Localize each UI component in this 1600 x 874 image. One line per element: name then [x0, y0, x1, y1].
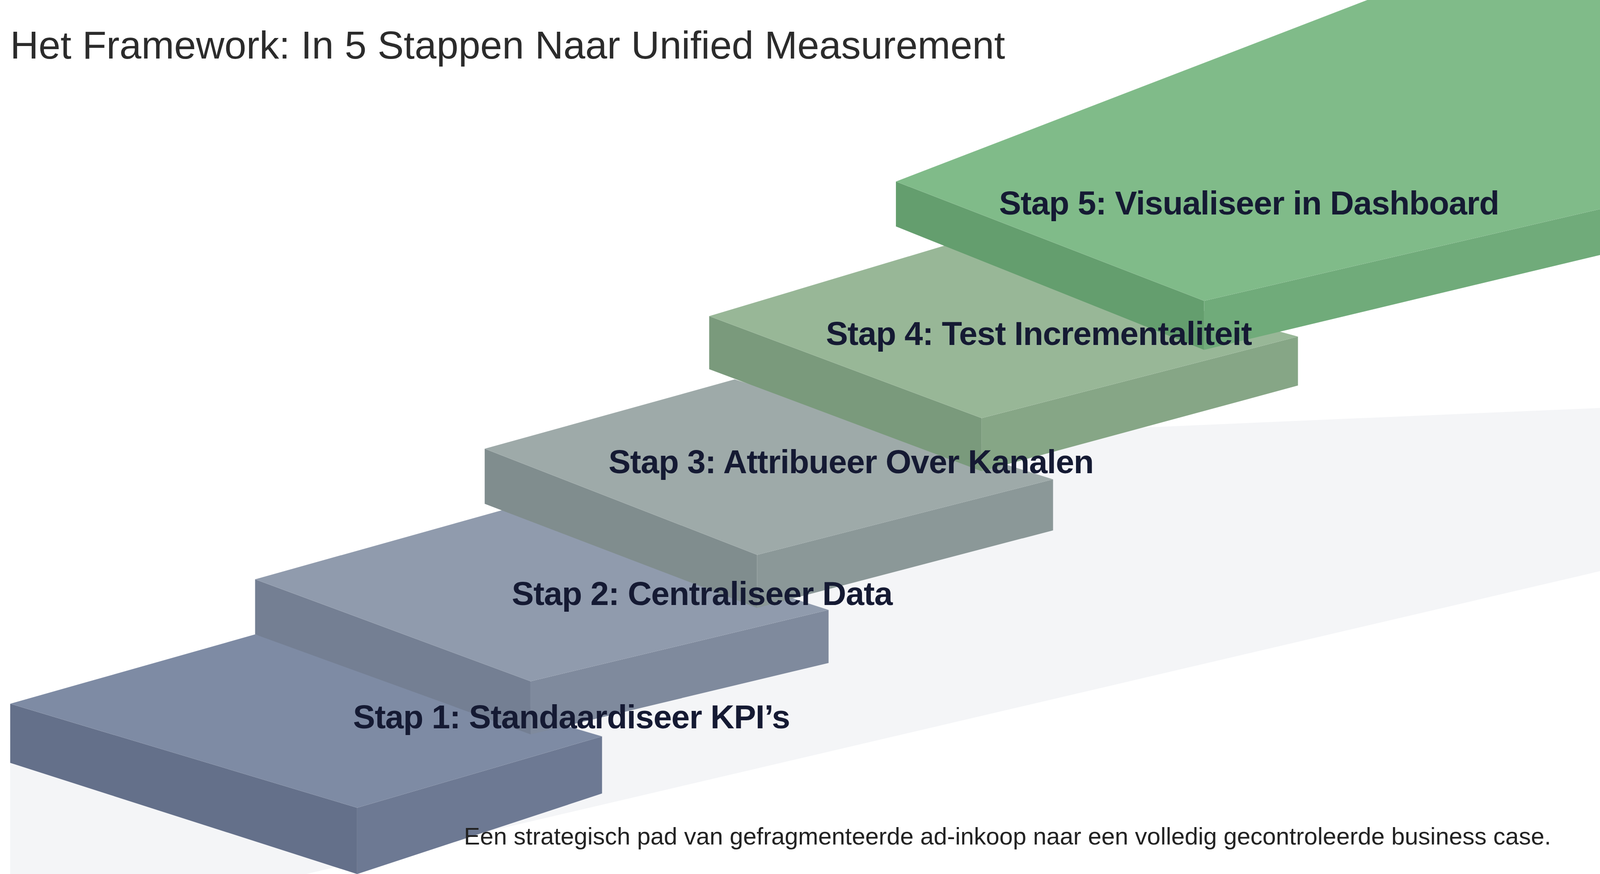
step-label: Stap 5: Visualiseer in Dashboard — [999, 184, 1499, 223]
step-label: Stap 2: Centraliseer Data — [511, 574, 893, 613]
caption: Een strategisch pad van gefragmenteerde … — [464, 822, 1552, 851]
step-label: Stap 1: Standaardiseer KPI’s — [353, 698, 790, 737]
step-label-box: Stap 4: Test Incrementaliteit — [825, 314, 1252, 353]
step-label-box: Stap 3: Attribueer Over Kanalen — [608, 443, 1094, 482]
step-label-box: Stap 2: Centraliseer Data — [511, 574, 893, 613]
step-label: Stap 3: Attribueer Over Kanalen — [608, 443, 1094, 482]
floor-shadow — [10, 408, 1600, 874]
step-label: Stap 4: Test Incrementaliteit — [825, 314, 1252, 353]
title: Het Framework: In 5 Stappen Naar Unified… — [10, 22, 1005, 68]
step-label-box: Stap 5: Visualiseer in Dashboard — [999, 184, 1499, 223]
step-label-box: Stap 1: Standaardiseer KPI’s — [353, 698, 790, 737]
